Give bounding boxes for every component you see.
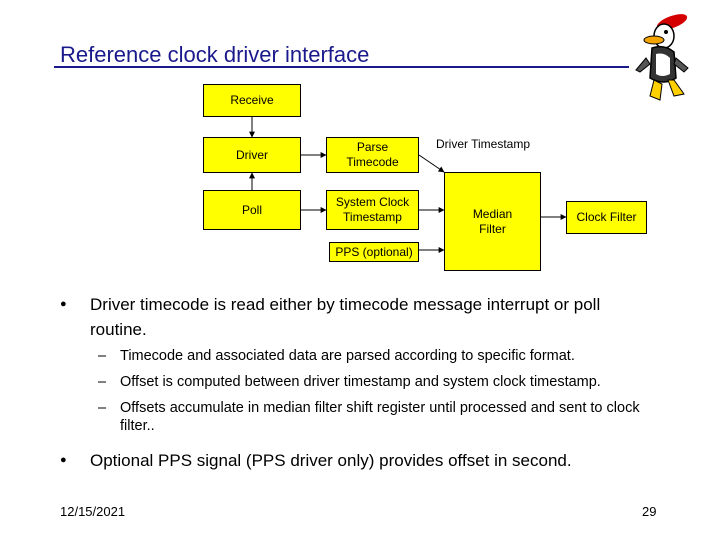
title-underline (54, 66, 629, 68)
poll-box: Poll (203, 190, 301, 230)
sub-bullet-dash: – (98, 400, 107, 416)
median-filter-label: Median Filter (472, 206, 513, 236)
poll-label: Poll (241, 202, 262, 217)
pps-optional-label: PPS (optional) (335, 244, 413, 259)
system-clock-timestamp-label: System Clock Timestamp (335, 195, 410, 224)
sub-bullet-item: – Timecode and associated data are parse… (98, 347, 680, 365)
driver-box: Driver (203, 137, 301, 173)
bullet-dot-icon: ● (60, 454, 67, 466)
sub-bullet-text: Timecode and associated data are parsed … (120, 348, 575, 364)
system-clock-timestamp-box: System Clock Timestamp (326, 190, 419, 230)
bullet-text: Driver timecode is read either by timeco… (90, 295, 601, 339)
bullet-text: Optional PPS signal (PPS driver only) pr… (90, 451, 572, 470)
receive-box: Receive (203, 84, 301, 117)
page-number: 29 (642, 504, 657, 519)
duck-mascot-icon (635, 14, 689, 101)
sub-bullet-item: – Offset is computed between driver time… (98, 373, 680, 391)
parse-timecode-box: Parse Timecode (326, 137, 419, 173)
driver-timestamp-label: Driver Timestamp (436, 137, 531, 151)
slide-title: Reference clock driver interface (60, 42, 370, 67)
parse-timecode-label: Parse Timecode (346, 140, 399, 169)
pps-optional-box: PPS (optional) (329, 242, 419, 262)
driver-label: Driver (236, 147, 268, 162)
bullet-item: ● Optional PPS signal (PPS driver only) … (60, 448, 650, 473)
sub-bullet-text: Offsets accumulate in median filter shif… (120, 400, 640, 434)
bullet-item: ● Driver timecode is read either by time… (60, 292, 650, 342)
slide-date: 12/15/2021 (60, 504, 126, 519)
sub-bullet-item: – Offsets accumulate in median filter sh… (98, 399, 665, 435)
sub-bullet-text: Offset is computed between driver timest… (120, 374, 601, 390)
clock-filter-box: Clock Filter (566, 201, 647, 234)
sub-bullet-dash: – (98, 348, 107, 364)
arrow-parse-to-median (418, 154, 445, 173)
clock-filter-label: Clock Filter (576, 210, 637, 224)
bullet-dot-icon: ● (60, 298, 67, 310)
median-filter-box: Median Filter (444, 172, 541, 271)
receive-label: Receive (230, 93, 274, 107)
sub-bullet-dash: – (98, 374, 107, 390)
